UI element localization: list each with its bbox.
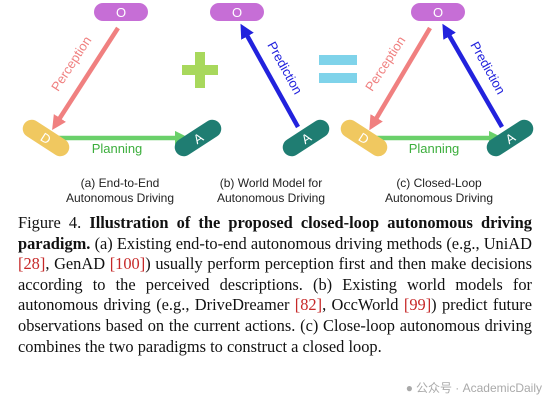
diagram-end-to-end: O D A Perception Planning: [22, 3, 222, 157]
subcaption-b-line1: (b) World Model for: [219, 176, 323, 190]
observation-node: [411, 3, 465, 21]
driving-node: [22, 119, 70, 157]
wechat-icon: ●: [405, 381, 413, 395]
prediction-label: Prediction: [467, 39, 508, 97]
subcaption-a-line2: Autonomous Driving: [65, 191, 175, 205]
prediction-label: Prediction: [264, 39, 305, 97]
caption-text: , OccWorld: [322, 295, 404, 315]
citation-link[interactable]: [28]: [18, 254, 46, 274]
observation-node-label: O: [116, 5, 126, 20]
perception-arrow: [52, 26, 120, 131]
observation-node-label: O: [232, 5, 242, 20]
action-node: [282, 119, 330, 157]
subcaption-c-line2: Autonomous Driving: [384, 191, 494, 205]
caption-text: ) usually perform per­ception first and …: [18, 254, 532, 315]
perception-arrow: [369, 26, 432, 131]
prediction-arrow: [442, 23, 504, 129]
subcaption-c: (c) Closed-Loop Autonomous Driving: [364, 176, 514, 206]
subcaption-a: (a) End-to-End Autonomous Driving: [45, 176, 195, 206]
perception-label: Perception: [362, 33, 408, 93]
watermark: ●公众号 · AcademicDaily: [406, 379, 542, 396]
planning-label: Planning: [92, 141, 143, 156]
diagram-world-model: O A Prediction: [210, 3, 330, 157]
watermark-text: 公众号 · AcademicDaily: [415, 381, 542, 395]
subcaption-b: (b) World Model for Autonomous Driving: [196, 176, 346, 206]
subcaption-c-line1: (c) Closed-Loop: [396, 176, 482, 190]
driving-node: [340, 119, 388, 157]
equals-operator: [319, 55, 357, 83]
caption-text: ) predict future obser­vations based on …: [18, 295, 532, 356]
figure-label: Figure 4.: [18, 213, 82, 232]
subcaption-b-line2: Autonomous Driving: [216, 191, 326, 205]
observation-node-label: O: [433, 5, 443, 20]
figure-title: Illustration of the proposed closed-loop…: [18, 213, 532, 253]
caption-text: (a) Existing end-to-end autonomous drivi…: [94, 233, 532, 253]
action-node: [486, 119, 534, 157]
citation-link[interactable]: [99]: [403, 295, 432, 315]
plus-operator: [182, 52, 218, 88]
caption-text: , GenAD: [45, 254, 110, 274]
action-node: [174, 119, 222, 157]
observation-node: [210, 3, 264, 21]
observation-node: [94, 3, 148, 21]
figure-diagrams: O D A Perception Planning O A Prediction: [22, 3, 534, 157]
planning-label: Planning: [409, 141, 460, 156]
subcaption-a-line1: (a) End-to-End: [80, 176, 160, 190]
citation-link[interactable]: [82]: [294, 295, 323, 315]
diagram-closed-loop: O D A Perception Prediction Planning: [340, 3, 534, 157]
citation-link[interactable]: [100]: [109, 254, 146, 274]
figure-caption: Figure 4. Illustration of the proposed c…: [18, 213, 532, 357]
perception-label: Perception: [48, 33, 94, 93]
prediction-arrow: [240, 23, 300, 129]
